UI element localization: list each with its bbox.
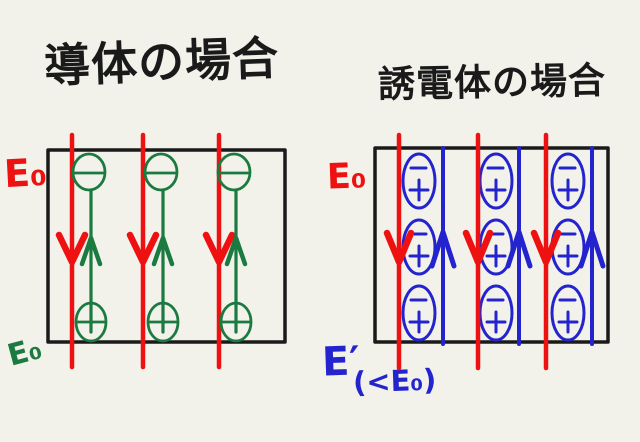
dielectric-diagram <box>373 132 610 371</box>
polarized-molecule <box>550 284 586 342</box>
negative-charge-icon <box>216 152 252 192</box>
dielectric-box <box>373 146 610 344</box>
left-external-field-lines <box>55 132 236 370</box>
down-arrow-icon <box>202 231 236 266</box>
positive-charge-icon <box>219 301 253 343</box>
polarized-molecule <box>478 284 514 342</box>
up-arrow-icon <box>505 229 533 269</box>
polarized-molecule <box>478 152 514 210</box>
molecule-outline <box>550 152 586 210</box>
up-arrow-icon <box>224 235 248 267</box>
molecule-outline <box>401 152 437 210</box>
polarized-molecule <box>550 218 586 276</box>
down-arrow-icon <box>383 229 415 266</box>
conductor-box <box>46 148 287 344</box>
molecule-outline <box>550 284 586 342</box>
up-arrow-icon <box>578 229 606 269</box>
right-internal-field-lines <box>429 146 606 346</box>
up-arrow-icon <box>151 235 175 267</box>
down-arrow-icon <box>530 229 562 266</box>
positive-surface-charges <box>74 301 253 343</box>
up-arrow-icon <box>79 235 103 267</box>
polarized-molecule <box>401 284 437 342</box>
molecule-outline <box>401 284 437 342</box>
down-arrow-icon <box>462 229 494 266</box>
up-arrow-icon <box>429 229 457 269</box>
right-external-field-lines <box>383 132 562 371</box>
negative-charge-icon <box>71 152 107 192</box>
down-arrow-icon <box>55 231 89 266</box>
polarized-molecule <box>550 152 586 210</box>
left-induced-field-lines <box>79 188 248 334</box>
positive-charge-icon <box>146 301 180 343</box>
dielectric-molecules <box>401 152 586 342</box>
polarized-molecule <box>401 152 437 210</box>
conductor-diagram <box>46 132 287 370</box>
positive-charge-icon <box>74 301 108 343</box>
down-arrow-icon <box>126 231 160 266</box>
negative-charge-icon <box>143 152 179 192</box>
negative-surface-charges <box>71 152 252 192</box>
